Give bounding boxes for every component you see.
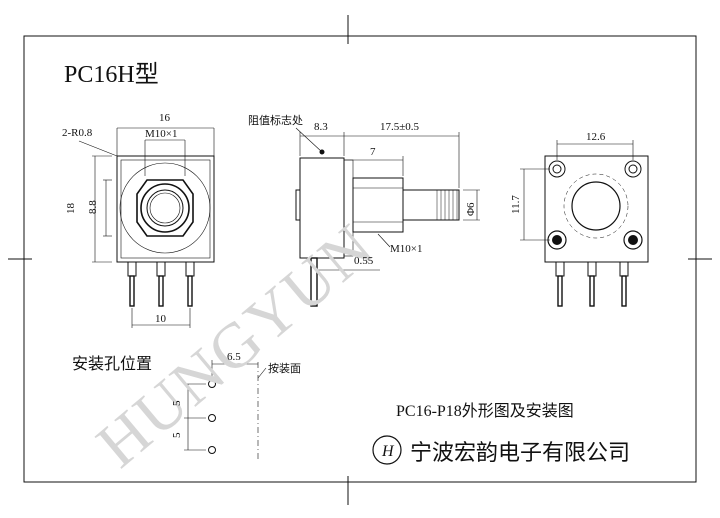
side-dim-bush: 7	[370, 146, 376, 158]
front-dim-center: 8.8	[87, 200, 99, 214]
mounting-dim-offset: 6.5	[227, 351, 241, 363]
rear-dim-height: 11.7	[510, 195, 522, 214]
side-dim-shaft: 17.5±0.5	[380, 121, 420, 133]
side-dim-body: 8.3	[314, 121, 328, 133]
front-dim-pin-span: 10	[155, 313, 167, 325]
side-dim-shaft-dia: Φ6	[465, 202, 477, 216]
company-logo-letter: H	[381, 443, 395, 460]
rear-dim-width: 12.6	[586, 131, 606, 143]
front-dim-corner: 2-R0.8	[62, 127, 93, 139]
mounting-dim-pitch-2: 5	[171, 432, 183, 438]
rear-view	[520, 140, 649, 307]
company-name: 宁波宏韵电子有限公司	[410, 440, 630, 465]
mounting-dim-pitch-1: 5	[171, 400, 183, 406]
front-view	[78, 127, 215, 328]
company-logo	[372, 435, 402, 465]
side-view	[295, 127, 480, 307]
drawing-caption: PC16-P18外形图及安装图	[396, 402, 574, 420]
front-dim-width: 16	[159, 112, 171, 124]
front-dim-thread: M10×1	[145, 128, 177, 140]
mounting-label: 安装孔位置	[72, 355, 152, 373]
side-dim-thread: M10×1	[390, 243, 422, 255]
side-mark-label: 阻值标志处	[248, 113, 303, 127]
mounting-panel-label: 按装面	[268, 361, 301, 375]
watermark: HUNGYUN	[83, 209, 387, 480]
mounting-holes	[184, 360, 267, 462]
side-dim-pin-thickness: 0.55	[354, 255, 374, 267]
front-dim-height: 18	[65, 203, 77, 215]
drawing-title: PC16H型	[64, 61, 159, 88]
